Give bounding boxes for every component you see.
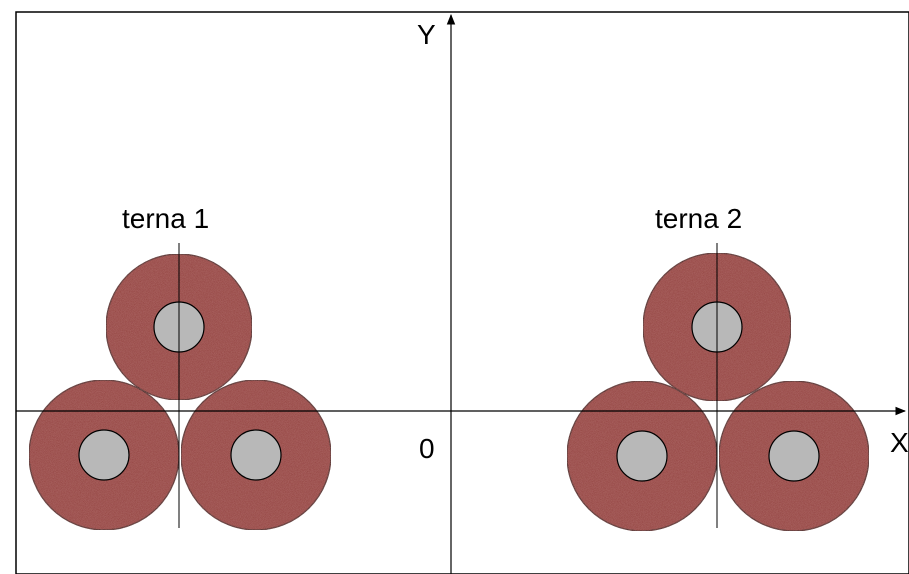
- cable-1-right-conductor: [230, 429, 282, 481]
- cable-1-left-conductor: [78, 429, 130, 481]
- cable-2-left-conductor: [616, 430, 668, 482]
- cable-group-1: [28, 253, 332, 531]
- group-1-label: terna 1: [122, 203, 209, 234]
- y-axis-label: Y: [417, 19, 436, 50]
- origin-label: 0: [419, 433, 435, 464]
- cable-2-right-conductor: [768, 430, 820, 482]
- group-2-label: terna 2: [655, 203, 742, 234]
- x-axis-label: X: [890, 427, 909, 458]
